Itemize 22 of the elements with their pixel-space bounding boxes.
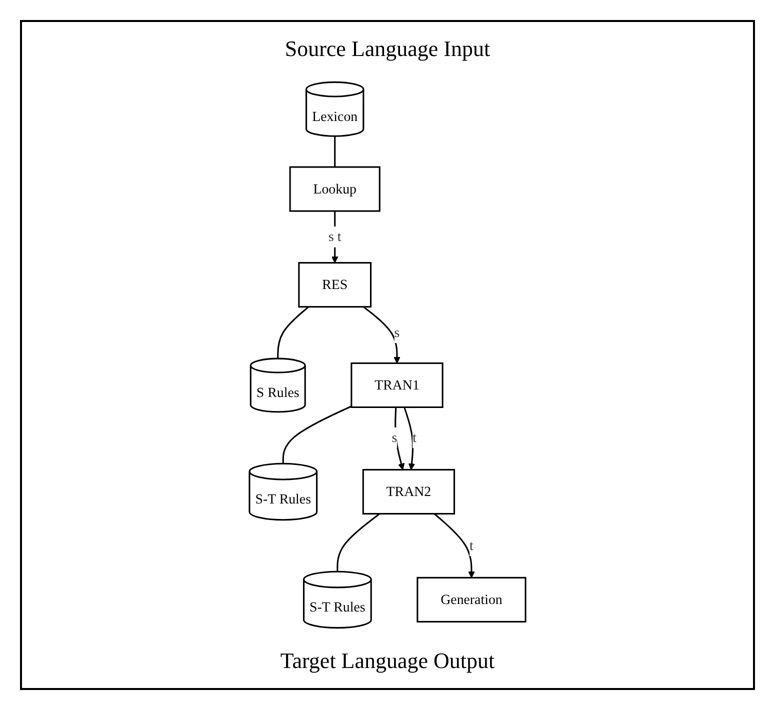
arrow (404, 406, 416, 470)
arrow (434, 513, 475, 578)
edge-label: s t (328, 228, 342, 244)
arrow (331, 211, 338, 264)
edge-label: s (392, 430, 398, 446)
arrow (362, 306, 400, 364)
node-box (362, 468, 456, 515)
edge-label: s (394, 324, 400, 340)
connector (336, 513, 380, 572)
connector (334, 136, 336, 168)
connector (277, 306, 310, 359)
edge-label: t (470, 538, 474, 554)
input-label: Source Language Input (284, 36, 490, 62)
arrow (394, 407, 405, 470)
node-box (289, 166, 380, 212)
edge-label: t (412, 430, 416, 446)
connector (282, 406, 352, 464)
node-box (416, 576, 526, 622)
node-box (350, 362, 444, 408)
node-box (298, 262, 372, 308)
diagram-frame: Source Language Input s t s s t t Lexicon Lookup RES S Rules TRAN1 S-T Rules TRAN2 S-T Rules Generation Target Language Output (20, 20, 755, 690)
output-label: Target Language Output (280, 648, 495, 674)
